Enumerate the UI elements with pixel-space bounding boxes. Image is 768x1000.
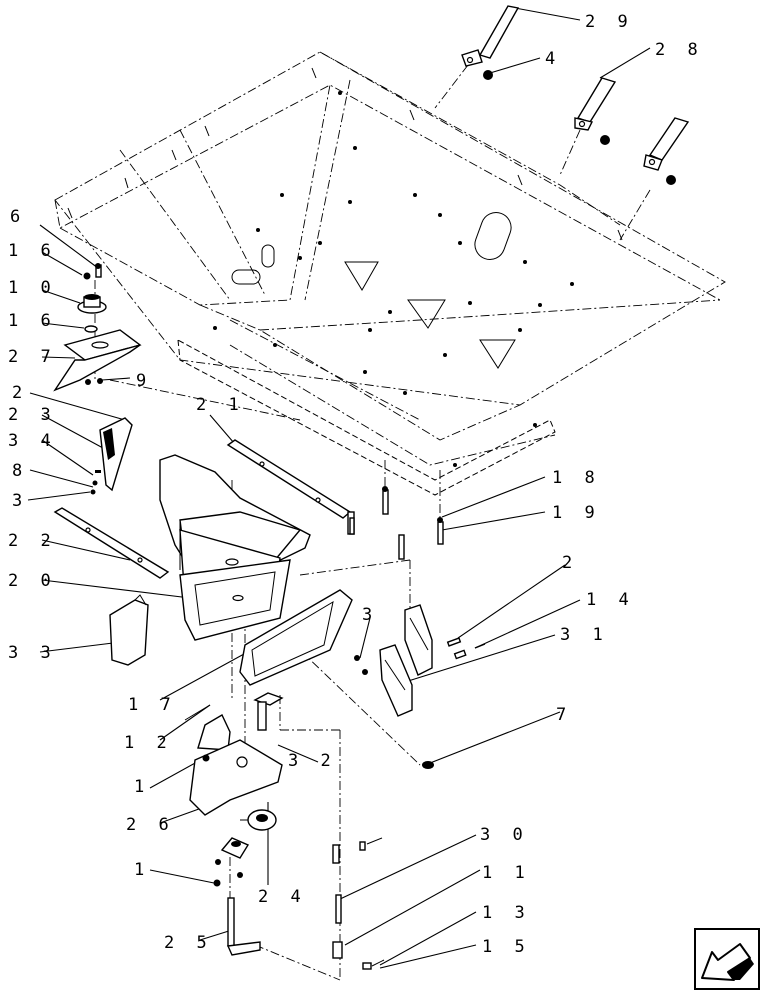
callout-1-b: 1 bbox=[134, 860, 150, 880]
callout-12: 1 2 bbox=[124, 733, 173, 753]
callout-20: 2 0 bbox=[8, 571, 57, 591]
part-20-chute bbox=[159, 454, 311, 641]
part-2-pin bbox=[446, 637, 462, 647]
part-19-bolt bbox=[437, 517, 444, 545]
part-9-nut bbox=[85, 379, 91, 385]
callout-25: 2 5 bbox=[164, 933, 213, 953]
callout-14: 1 4 bbox=[586, 590, 635, 610]
callout-3-b: 3 bbox=[362, 605, 378, 625]
part-30-link bbox=[332, 837, 383, 864]
part-24-bearing bbox=[247, 809, 277, 831]
callout-24: 2 4 bbox=[258, 887, 307, 907]
part-28-handle-b bbox=[643, 117, 690, 185]
callout-32: 3 2 bbox=[288, 751, 337, 771]
part-4-nut bbox=[483, 70, 493, 80]
part-16-washer-b bbox=[84, 325, 98, 333]
part-13-clevis bbox=[332, 941, 343, 959]
callout-1: 1 bbox=[134, 777, 150, 797]
leader-lines bbox=[27, 7, 651, 969]
callout-6: 6 bbox=[10, 207, 26, 227]
callout-18: 1 8 bbox=[552, 468, 601, 488]
callout-21: 2 1 bbox=[196, 395, 245, 415]
callout-3: 3 bbox=[12, 491, 28, 511]
assembly-axes bbox=[94, 64, 651, 981]
part-1-nut-a bbox=[202, 754, 210, 762]
callout-34: 3 4 bbox=[8, 431, 57, 451]
callout-29: 2 9 bbox=[585, 12, 634, 32]
part-10-bushing bbox=[77, 294, 107, 314]
part-17-gasket bbox=[239, 589, 353, 686]
callout-30: 3 0 bbox=[480, 825, 529, 845]
callout-26: 2 6 bbox=[126, 815, 175, 835]
part-26-housing bbox=[189, 714, 283, 816]
part-28-handle-a bbox=[574, 77, 617, 145]
part-11-rod bbox=[335, 894, 342, 924]
callout-27: 2 7 bbox=[8, 347, 57, 367]
callout-13: 1 3 bbox=[482, 903, 531, 923]
part-16-washer bbox=[83, 272, 91, 280]
part-1-nut-b bbox=[213, 879, 221, 887]
next-page-button[interactable] bbox=[694, 928, 760, 990]
callout-2: 2 bbox=[12, 383, 28, 403]
bolt-21 bbox=[349, 517, 355, 535]
callout-labels: 2 9 4 2 8 6 1 6 1 0 1 6 2 7 9 2 2 3 3 4 … bbox=[8, 12, 704, 957]
callout-11: 1 1 bbox=[482, 863, 531, 883]
part-8-washer bbox=[92, 480, 98, 486]
callout-17: 1 7 bbox=[128, 695, 177, 715]
callout-28: 2 8 bbox=[655, 40, 704, 60]
part-31-gate bbox=[379, 604, 433, 717]
callout-10: 1 0 bbox=[8, 278, 57, 298]
part-22-bar bbox=[53, 507, 170, 579]
callout-4: 4 bbox=[545, 49, 561, 69]
bolt-mid bbox=[398, 534, 405, 560]
callout-19: 1 9 bbox=[552, 503, 601, 523]
part-7-plug bbox=[422, 761, 434, 769]
part-3-nut-b bbox=[354, 655, 360, 661]
callout-7: 7 bbox=[556, 705, 572, 725]
part-12-pin bbox=[184, 704, 211, 721]
hopper-frame bbox=[54, 51, 726, 496]
callout-22: 2 2 bbox=[8, 531, 57, 551]
part-29-handle bbox=[461, 5, 520, 67]
part-23-latch bbox=[95, 417, 133, 492]
callout-16-b: 1 6 bbox=[8, 311, 57, 331]
next-page-arrow-icon bbox=[701, 943, 754, 981]
part-3-nut bbox=[90, 489, 96, 495]
callout-9: 9 bbox=[136, 371, 152, 391]
callout-15: 1 5 bbox=[482, 937, 531, 957]
part-18-bolt bbox=[382, 486, 389, 515]
flange-bearing bbox=[215, 837, 250, 878]
callout-31: 3 1 bbox=[560, 625, 609, 645]
part-14-spring bbox=[474, 643, 486, 649]
part-25-shaft bbox=[226, 897, 261, 956]
callout-2-b: 2 bbox=[562, 553, 578, 573]
part-27-bracket bbox=[53, 329, 142, 392]
part-6-bolt bbox=[95, 263, 102, 278]
part-15-pin bbox=[362, 959, 385, 970]
callout-16: 1 6 bbox=[8, 241, 57, 261]
part-33-cover bbox=[109, 594, 149, 666]
callout-23: 2 3 bbox=[8, 405, 57, 425]
callout-33: 3 3 bbox=[8, 643, 57, 663]
callout-8: 8 bbox=[12, 461, 28, 481]
part-32-lever bbox=[253, 692, 284, 731]
